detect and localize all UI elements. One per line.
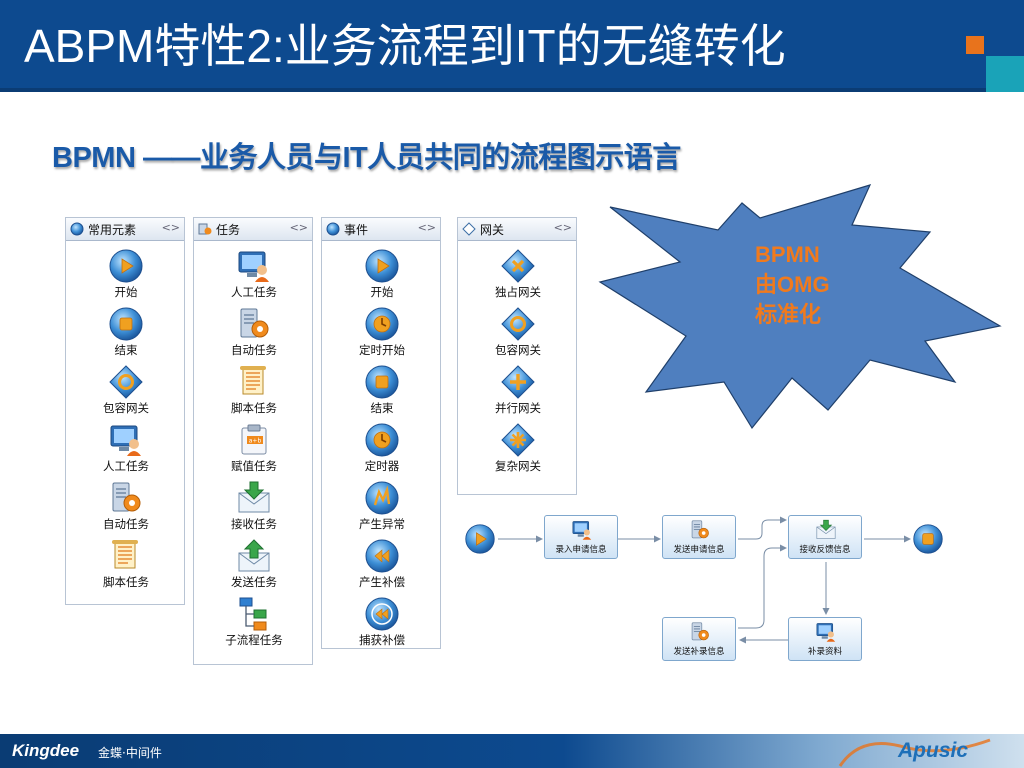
slide-title: ABPM特性2:业务流程到IT的无缝转化 (24, 20, 786, 72)
palette-header[interactable]: 事件 <> (322, 218, 440, 241)
palette-item-label: 自动任务 (231, 343, 277, 357)
kingdee-subtitle: 金蝶·中间件 (98, 746, 162, 760)
flow-task-send-application[interactable]: 发送申请信息 (662, 515, 736, 559)
flow-task-supplement-data[interactable]: 补录资料 (788, 617, 862, 661)
palette-item-label: 自动任务 (103, 517, 149, 531)
connector (738, 544, 787, 629)
palette-item-label: 定时器 (364, 459, 400, 473)
palette-item-label: 发送任务 (231, 575, 277, 589)
palette-item-label: 产生补偿 (359, 575, 405, 589)
palette-tasks: 任务 <> 人工任务 自动任务 脚本任务 赋值任务 接收任务 发送任务 子流程任… (193, 217, 313, 665)
starburst-shape (598, 184, 1002, 430)
callout-text: BPMN 由OMG 标准化 (755, 240, 830, 330)
palette-item-label: 结束 (370, 401, 394, 415)
swoosh-decoration (838, 738, 991, 767)
palette-item-label: 开始 (370, 285, 394, 299)
palette-item-label: 开始 (114, 285, 138, 299)
service-task-icon (689, 519, 711, 541)
kingdee-logo: Kingdee (12, 741, 80, 760)
flow-task-label: 接收反馈信息 (799, 545, 851, 555)
collapse-arrows-icon[interactable]: <> (417, 221, 436, 234)
callout-line: 由OMG (755, 272, 830, 297)
palette-gateways: 网关 <> 独占网关 包容网关 并行网关 复杂网关 (457, 217, 577, 495)
palette-header[interactable]: 任务 <> (194, 218, 312, 241)
callout-line: 标准化 (755, 302, 822, 327)
palette-header-label: 常用元素 (88, 223, 137, 237)
flow-task-label: 发送补录信息 (673, 647, 725, 657)
palette-item-label: 包容网关 (103, 401, 149, 415)
accent-square-teal (986, 56, 1024, 92)
collapse-arrows-icon[interactable]: <> (553, 221, 572, 234)
palette-item-label: 子流程任务 (225, 633, 283, 647)
palette-item-label: 包容网关 (495, 343, 541, 357)
palette-header[interactable]: 网关 <> (458, 218, 576, 241)
palette-item-label: 人工任务 (103, 459, 149, 473)
flow-end-event-icon[interactable] (912, 523, 944, 555)
palette-header-label: 任务 (216, 223, 241, 237)
palette-item-label: 赋值任务 (231, 459, 277, 473)
palette-item-label: 脚本任务 (103, 575, 149, 589)
palette-header-label: 事件 (344, 223, 369, 237)
palette-common-elements: 常用元素 <> 开始 结束 包容网关 人工任务 自动任务 脚本任务 (65, 217, 185, 605)
palette-item-label: 捕获补偿 (359, 633, 405, 647)
palette-header-label: 网关 (480, 223, 505, 237)
palette-events: 事件 <> 开始 定时开始 结束 定时器 产生异常 产生补偿 捕获补偿 (321, 217, 441, 649)
title-bar: ABPM特性2:业务流程到IT的无缝转化 (0, 0, 1024, 92)
title-bar-edge (0, 88, 1024, 92)
callout-line: BPMN (755, 242, 820, 267)
user-task-icon (571, 519, 593, 541)
palette-item-label: 接收任务 (231, 517, 277, 531)
collapse-arrows-icon[interactable]: <> (289, 221, 308, 234)
palette-item-label: 定时开始 (359, 343, 405, 357)
flow-task-label: 录入申请信息 (555, 545, 607, 555)
flow-task-send-supplement[interactable]: 发送补录信息 (662, 617, 736, 661)
flow-task-receive-feedback[interactable]: 接收反馈信息 (788, 515, 862, 559)
palette-item-label: 结束 (114, 343, 138, 357)
collapse-arrows-icon[interactable]: <> (161, 221, 180, 234)
palette-item-label: 并行网关 (495, 401, 541, 415)
palette-item-label: 脚本任务 (231, 401, 277, 415)
palette-item-label: 人工任务 (231, 285, 277, 299)
palette-item-label: 复杂网关 (495, 459, 541, 473)
flow-task-enter-application[interactable]: 录入申请信息 (544, 515, 618, 559)
footer-bar: Kingdee 金蝶·中间件 Apusic (0, 734, 1024, 768)
flow-task-label: 补录资料 (807, 647, 842, 657)
flow-start-event-icon[interactable] (464, 523, 496, 555)
receive-task-icon (815, 519, 837, 541)
flow-task-label: 发送申请信息 (673, 545, 725, 555)
palette-item-label: 产生异常 (359, 517, 405, 531)
connector (738, 516, 787, 540)
user-task-icon (815, 621, 837, 643)
slide-subtitle: BPMN ——业务人员与IT人员共同的流程图示语言 (52, 142, 681, 174)
service-task-icon (689, 621, 711, 643)
palette-header[interactable]: 常用元素 <> (66, 218, 184, 241)
apusic-logo: Apusic (898, 739, 969, 762)
accent-square-orange (966, 36, 984, 54)
palette-item-label: 独占网关 (495, 285, 541, 299)
